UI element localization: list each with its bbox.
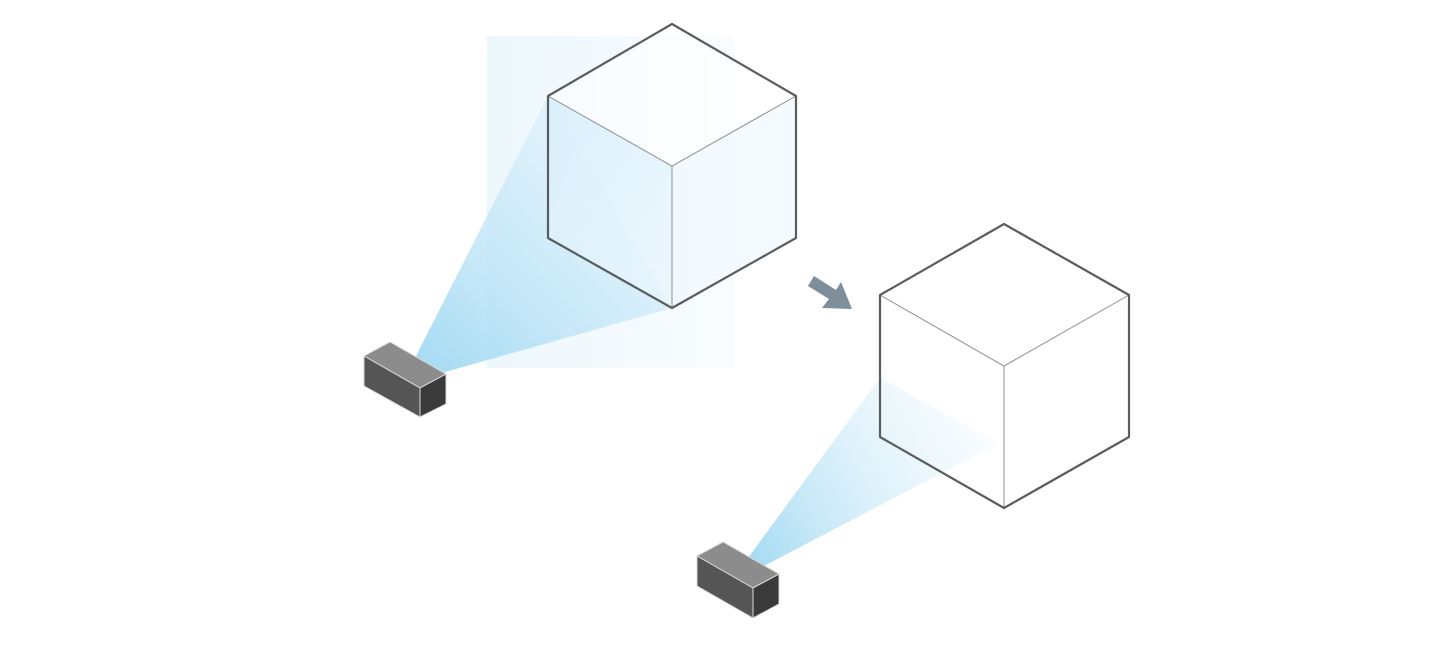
scene-after bbox=[695, 222, 1131, 619]
arrow-down-right-icon bbox=[808, 276, 852, 309]
cube-outline bbox=[546, 22, 798, 310]
scene-before bbox=[362, 22, 798, 418]
cube-outline bbox=[878, 222, 1131, 510]
projector-device-icon bbox=[362, 341, 448, 418]
projector-side bbox=[752, 573, 780, 619]
projector-device-icon bbox=[695, 541, 781, 619]
projection-beam bbox=[412, 96, 672, 374]
cube-large bbox=[546, 22, 798, 310]
projection-beam bbox=[745, 378, 1000, 568]
cube-small-lines bbox=[878, 222, 1131, 510]
projector-side bbox=[419, 373, 447, 418]
